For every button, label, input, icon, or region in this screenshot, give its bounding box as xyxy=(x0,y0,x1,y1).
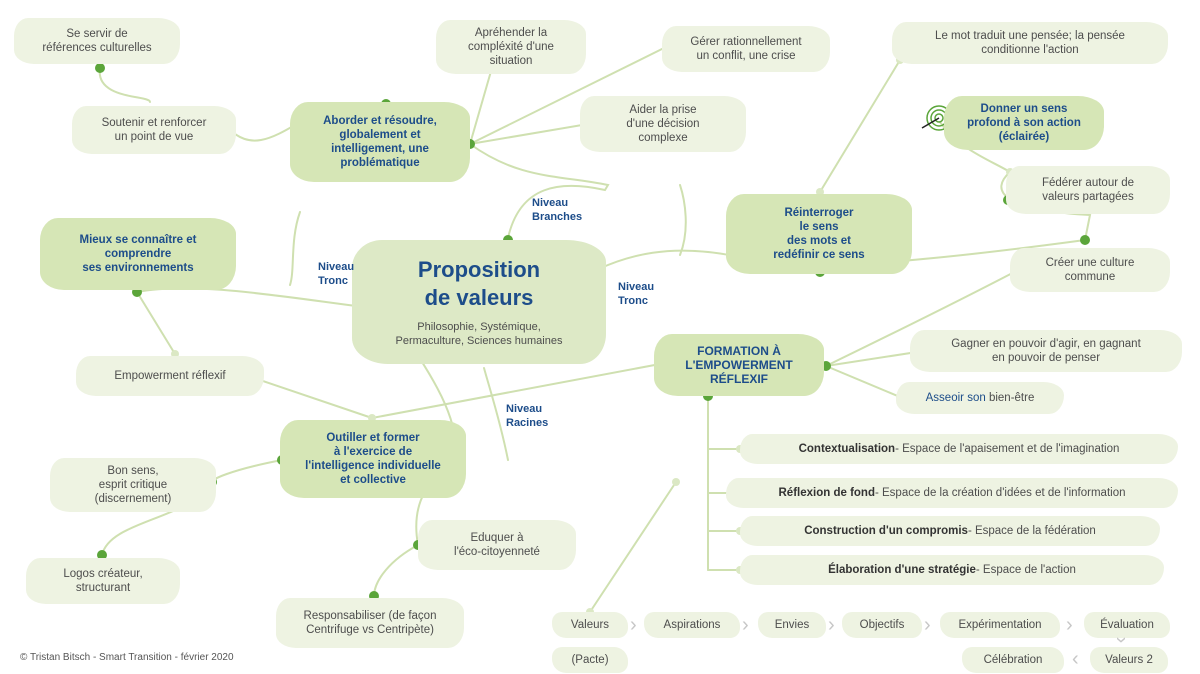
chevron-right-icon: › xyxy=(924,614,931,636)
chevron-right-icon: › xyxy=(630,614,637,636)
node-empowerment-reflexif: Empowerment réflexif xyxy=(76,356,264,396)
node-gerer: Gérer rationnellement un conflit, une cr… xyxy=(662,26,830,72)
node-responsabiliser: Responsabiliser (de façon Centrifuge vs … xyxy=(276,598,464,648)
node-references: Se servir de références culturelles xyxy=(14,18,180,64)
node-reinterroger: Réinterroger le sens des mots et redéfin… xyxy=(726,194,912,274)
step-aspirations: Aspirations xyxy=(644,612,740,638)
step-celebration: Célébration xyxy=(962,647,1064,673)
level-racines: Niveau Racines xyxy=(506,403,549,429)
node-aborder: Aborder et résoudre, globalement et inte… xyxy=(290,102,470,182)
space-title: Élaboration d'une stratégie xyxy=(828,564,976,576)
space-title: Construction d'un compromis xyxy=(804,525,968,537)
space-row-1: Contextualisation - Espace de l'apaiseme… xyxy=(740,434,1178,464)
node-apprehender: Apréhender la compléxité d'une situation xyxy=(436,20,586,74)
chevron-right-icon: › xyxy=(742,614,749,636)
step-pacte: (Pacte) xyxy=(552,647,628,673)
space-desc: - Espace de l'apaisement et de l'imagina… xyxy=(895,443,1120,455)
space-title: Contextualisation xyxy=(798,443,896,455)
asseoir-son: son xyxy=(967,392,986,404)
node-logos: Logos créateur, structurant xyxy=(26,558,180,604)
node-creer-culture: Créer une culture commune xyxy=(1010,248,1170,292)
central-title: Proposition de valeurs xyxy=(417,257,541,310)
node-asseoir: Asseoir son bien-être xyxy=(896,382,1064,414)
node-gagner: Gagner en pouvoir d'agir, en gagnant en … xyxy=(910,330,1182,372)
central-subtitle: Philosophie, Systémique, Permaculture, S… xyxy=(395,321,563,347)
node-donner-sens: Donner un sens profond à son action (écl… xyxy=(944,96,1104,150)
space-desc: - Espace de l'action xyxy=(975,564,1076,576)
level-tronc-right: Niveau Tronc xyxy=(618,281,655,307)
node-outiller: Outiller et former à l'exercice de l'int… xyxy=(280,420,466,498)
space-row-2: Réflexion de fond - Espace de la créatio… xyxy=(726,478,1178,508)
chevron-right-icon: › xyxy=(828,614,835,636)
chevron-left-icon: ‹ xyxy=(1072,648,1079,670)
asseoir-word: Asseoir xyxy=(925,392,964,404)
step-valeurs-2: Valeurs 2 xyxy=(1090,647,1168,673)
space-desc: - Espace de la création d'idées et de l'… xyxy=(874,487,1126,499)
node-federer: Fédérer autour de valeurs partagées xyxy=(1006,166,1170,214)
space-desc: - Espace de la fédération xyxy=(967,525,1096,537)
node-soutenir: Soutenir et renforcer un point de vue xyxy=(72,106,236,154)
level-tronc-left: Niveau Tronc xyxy=(318,261,355,287)
space-row-4: Élaboration d'une stratégie - Espace de … xyxy=(740,555,1164,585)
node-mot: Le mot traduit une pensée; la pensée con… xyxy=(892,22,1168,64)
node-formation: FORMATION À L'EMPOWERMENT RÉFLEXIF xyxy=(654,334,824,396)
chevron-right-icon: › xyxy=(1066,614,1073,636)
node-bon-sens: Bon sens, esprit critique (discernement) xyxy=(50,458,216,512)
step-valeurs: Valeurs xyxy=(552,612,628,638)
chevron-down-icon: › xyxy=(1110,636,1133,644)
copyright: © Tristan Bitsch - Smart Transition - fé… xyxy=(20,652,234,663)
node-connaitre: Mieux se connaître et comprendre ses env… xyxy=(40,218,236,290)
central-node: Proposition de valeurs Philosophie, Syst… xyxy=(352,240,606,364)
asseoir-bien-etre: bien-être xyxy=(988,392,1035,404)
step-objectifs: Objectifs xyxy=(842,612,922,638)
step-experimentation: Expérimentation xyxy=(940,612,1060,638)
space-row-3: Construction d'un compromis - Espace de … xyxy=(740,516,1160,546)
step-evaluation: Évaluation xyxy=(1084,612,1170,638)
node-eduquer: Eduquer à l'éco-citoyenneté xyxy=(418,520,576,570)
node-aider: Aider la prise d'une décision complexe xyxy=(580,96,746,152)
space-title: Réflexion de fond xyxy=(778,487,875,499)
step-envies: Envies xyxy=(758,612,826,638)
level-branches: Niveau Branches xyxy=(532,197,583,223)
